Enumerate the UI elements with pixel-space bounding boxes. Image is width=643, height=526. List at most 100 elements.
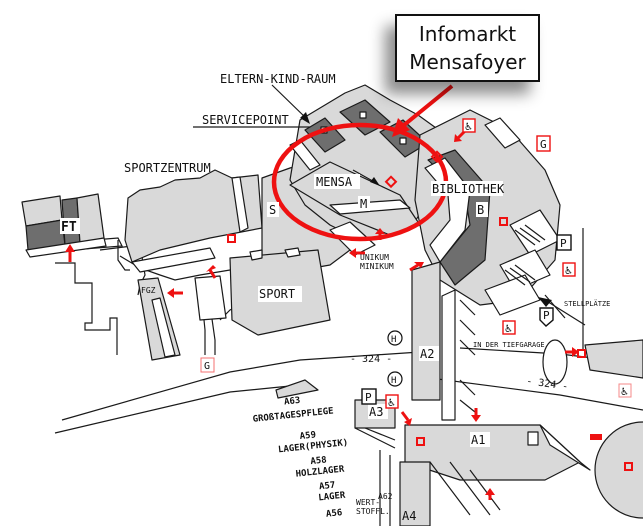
building-east (584, 339, 643, 379)
info-marker (499, 217, 508, 226)
entrance-arrow (565, 347, 579, 357)
info-marker (577, 349, 586, 358)
label-a3: A3 (369, 405, 383, 419)
info-markers (227, 150, 633, 471)
label-fgz: FGZ (141, 286, 156, 295)
marker-parking-3: P (361, 388, 377, 405)
label-m: M (360, 197, 367, 211)
label-holzlager: HOLZLAGER (295, 465, 345, 480)
stairs-3 (484, 274, 541, 316)
building-a4 (379, 450, 431, 526)
label-sport: SPORT (259, 287, 295, 301)
ramp-oval (542, 339, 568, 385)
label-a57: A57 (319, 481, 336, 493)
label-mensa: MENSA (316, 175, 353, 189)
label-eltern-kind-raum: ELTERN-KIND-RAUM (220, 72, 336, 86)
label-b: B (477, 203, 484, 217)
entrance-arrow (485, 488, 495, 500)
wheelchair-icon: ♿ (618, 383, 632, 398)
label-a58: A58 (310, 455, 327, 467)
label-s: S (269, 203, 276, 217)
marker-parking-1: P (556, 234, 572, 251)
svg-text:P: P (560, 237, 567, 250)
entrance-arrow (471, 408, 481, 422)
label-road-324-left: - 324 - (350, 354, 392, 365)
svg-text:H: H (391, 335, 396, 345)
svg-text:♿: ♿ (387, 398, 396, 409)
stepped-outline (55, 262, 118, 355)
label-a63: A63 (284, 396, 301, 408)
svg-text:H: H (391, 376, 396, 386)
label-a59: A59 (299, 430, 316, 442)
label-grosstagespflege: GROßTAGESPFLEGE (252, 406, 334, 424)
label-wertstoffl-2: STOFFL. (356, 507, 390, 516)
label-minikum: MINIKUM (360, 262, 394, 271)
label-a62: A62 (378, 492, 393, 501)
building-a1 (404, 424, 591, 516)
wheelchair-icon: ♿ (385, 394, 399, 409)
label-a4: A4 (402, 509, 416, 523)
building-a2 (411, 261, 476, 421)
marker-g-top: G (536, 135, 551, 152)
marker-bus-stop-1: H (387, 330, 403, 346)
label-a56: A56 (326, 508, 343, 520)
walkway-3 (117, 240, 130, 271)
callout-arrow (392, 84, 454, 137)
label-a1: A1 (471, 433, 485, 447)
svg-text:♿: ♿ (504, 324, 513, 335)
label-bibliothek: BIBLIOTHEK (432, 182, 505, 196)
info-marker (227, 234, 236, 243)
label-ft: FT (61, 220, 77, 235)
marker-parking-2: P (539, 307, 554, 327)
entrance-arrow (167, 288, 183, 298)
info-marker (384, 175, 398, 189)
label-servicepoint: SERVICEPOINT (202, 113, 289, 127)
entrance-arrow (400, 411, 412, 426)
svg-text:G: G (540, 138, 547, 151)
map-markers: G G P P P H H ♿ (200, 118, 632, 409)
entrance-arrow (409, 262, 424, 272)
building-a63 (275, 379, 319, 399)
svg-text:♿: ♿ (464, 122, 473, 133)
callout-infomarkt-mensafoyer: Infomarkt Mensafoyer (395, 14, 540, 82)
leader-lines (193, 84, 586, 326)
wheelchair-icon: ♿ (502, 320, 516, 335)
label-sportzentrum: SPORTZENTRUM (124, 161, 211, 175)
road-edge-north (61, 351, 421, 421)
building-small-white (194, 275, 227, 321)
road-edge-south (54, 384, 301, 434)
labels: ELTERN-KIND-RAUM SERVICEPOINT SPORTZENTR… (60, 72, 610, 523)
svg-text:G: G (204, 361, 210, 372)
label-wertstoffl-1: WERT- (356, 498, 380, 507)
label-a2: A2 (420, 347, 434, 361)
wheelchair-icon: ♿ (462, 118, 476, 133)
entrance-arrow (349, 248, 365, 258)
callout-line-1: Infomarkt (418, 22, 517, 46)
eltern-kind-leader (271, 84, 309, 121)
info-marker (416, 437, 425, 446)
entrance-arrow (65, 244, 75, 262)
info-marker (430, 150, 444, 164)
entrance-arrow (375, 228, 385, 240)
marker-g-bottom: G (200, 357, 215, 373)
svg-text:♿: ♿ (564, 266, 573, 277)
marker-bus-stop-2: H (387, 371, 403, 387)
building-round (594, 421, 643, 519)
callout-line-2: Mensafoyer (409, 50, 526, 74)
label-lager: LAGER (318, 491, 347, 504)
info-marker (624, 462, 633, 471)
label-stellplaetze: STELLPLÄTZE (564, 299, 610, 308)
roof-pyramid-1 (304, 117, 346, 153)
entrance-arrow (590, 434, 602, 440)
wheelchair-icon: ♿ (562, 262, 576, 277)
label-in-der-tiefgarage: IN DER TIEFGARAGE (473, 341, 545, 349)
road-edge-east-south (429, 377, 643, 411)
entrance-arrow (206, 265, 217, 279)
svg-text:P: P (365, 391, 372, 404)
svg-text:P: P (543, 309, 550, 322)
building-fgz (137, 277, 181, 361)
svg-text:♿: ♿ (620, 387, 629, 398)
entrance-arrows (65, 128, 602, 500)
